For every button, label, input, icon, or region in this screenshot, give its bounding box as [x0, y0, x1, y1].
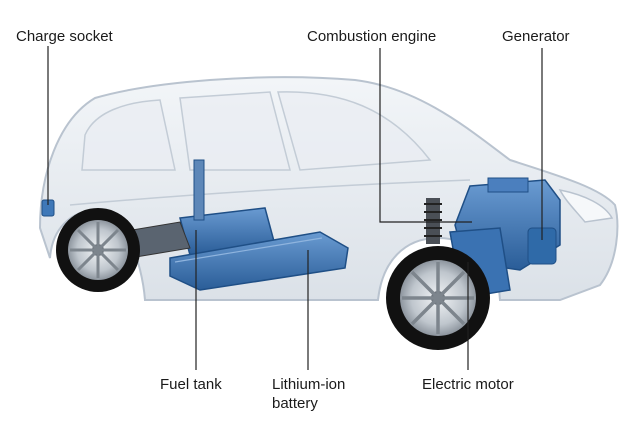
- car-beltline: [69, 179, 471, 206]
- label-battery-line2: battery: [272, 395, 318, 412]
- label-battery-line1: Lithium-ion: [272, 376, 346, 393]
- label-charge-socket: Charge socket: [16, 28, 113, 45]
- label-electric-motor: Electric motor: [422, 376, 514, 393]
- lithium-ion-battery: [169, 231, 349, 291]
- car-window-rear: [81, 99, 176, 171]
- car-headlight: [558, 188, 614, 223]
- label-fuel-tank: Fuel tank: [160, 376, 222, 393]
- front-suspension-strut: [424, 198, 442, 244]
- rear-wheel: [56, 208, 140, 292]
- label-combustion-engine: Combustion engine: [307, 28, 437, 45]
- leader-lines: [47, 46, 543, 370]
- front-wheel: [386, 246, 490, 350]
- car-window-middle: [179, 91, 291, 171]
- leader-combustion-engine: [379, 48, 472, 223]
- car-window-front: [277, 91, 432, 171]
- label-generator: Generator: [502, 28, 570, 45]
